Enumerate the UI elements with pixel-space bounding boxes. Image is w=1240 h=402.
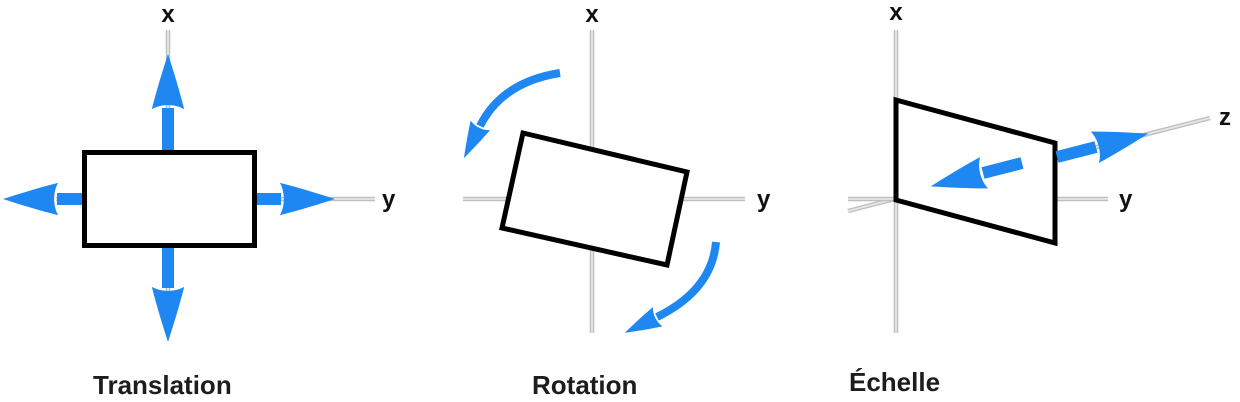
translation-diagram (3, 30, 375, 342)
scale-plane (893, 96, 1058, 247)
scale-caption: Échelle (849, 367, 941, 397)
rotation-caption: Rotation (532, 370, 638, 400)
translation-caption: Translation (93, 370, 232, 400)
scale-y-axis-label: y (1119, 186, 1133, 213)
scale-diagram (847, 30, 1211, 333)
arrow-outward-z-icon (1055, 131, 1149, 163)
scale-x-axis-label: x (889, 0, 903, 26)
rotation-y-axis-label: y (757, 186, 771, 213)
translation-x-axis-label: x (161, 1, 175, 28)
curved-arrow-counterclockwise-top-icon (463, 69, 561, 159)
translation-y-axis-label: y (382, 186, 396, 213)
translation-rectangle (82, 150, 257, 248)
rotation-rectangle (499, 129, 690, 268)
arrow-inward-z-icon (930, 157, 1024, 189)
rotation-x-axis-label: x (585, 1, 599, 28)
scale-z-axis-label: z (1219, 104, 1231, 131)
rotation-diagram (463, 30, 745, 333)
curved-arrow-counterclockwise-bottom-icon (624, 241, 720, 333)
